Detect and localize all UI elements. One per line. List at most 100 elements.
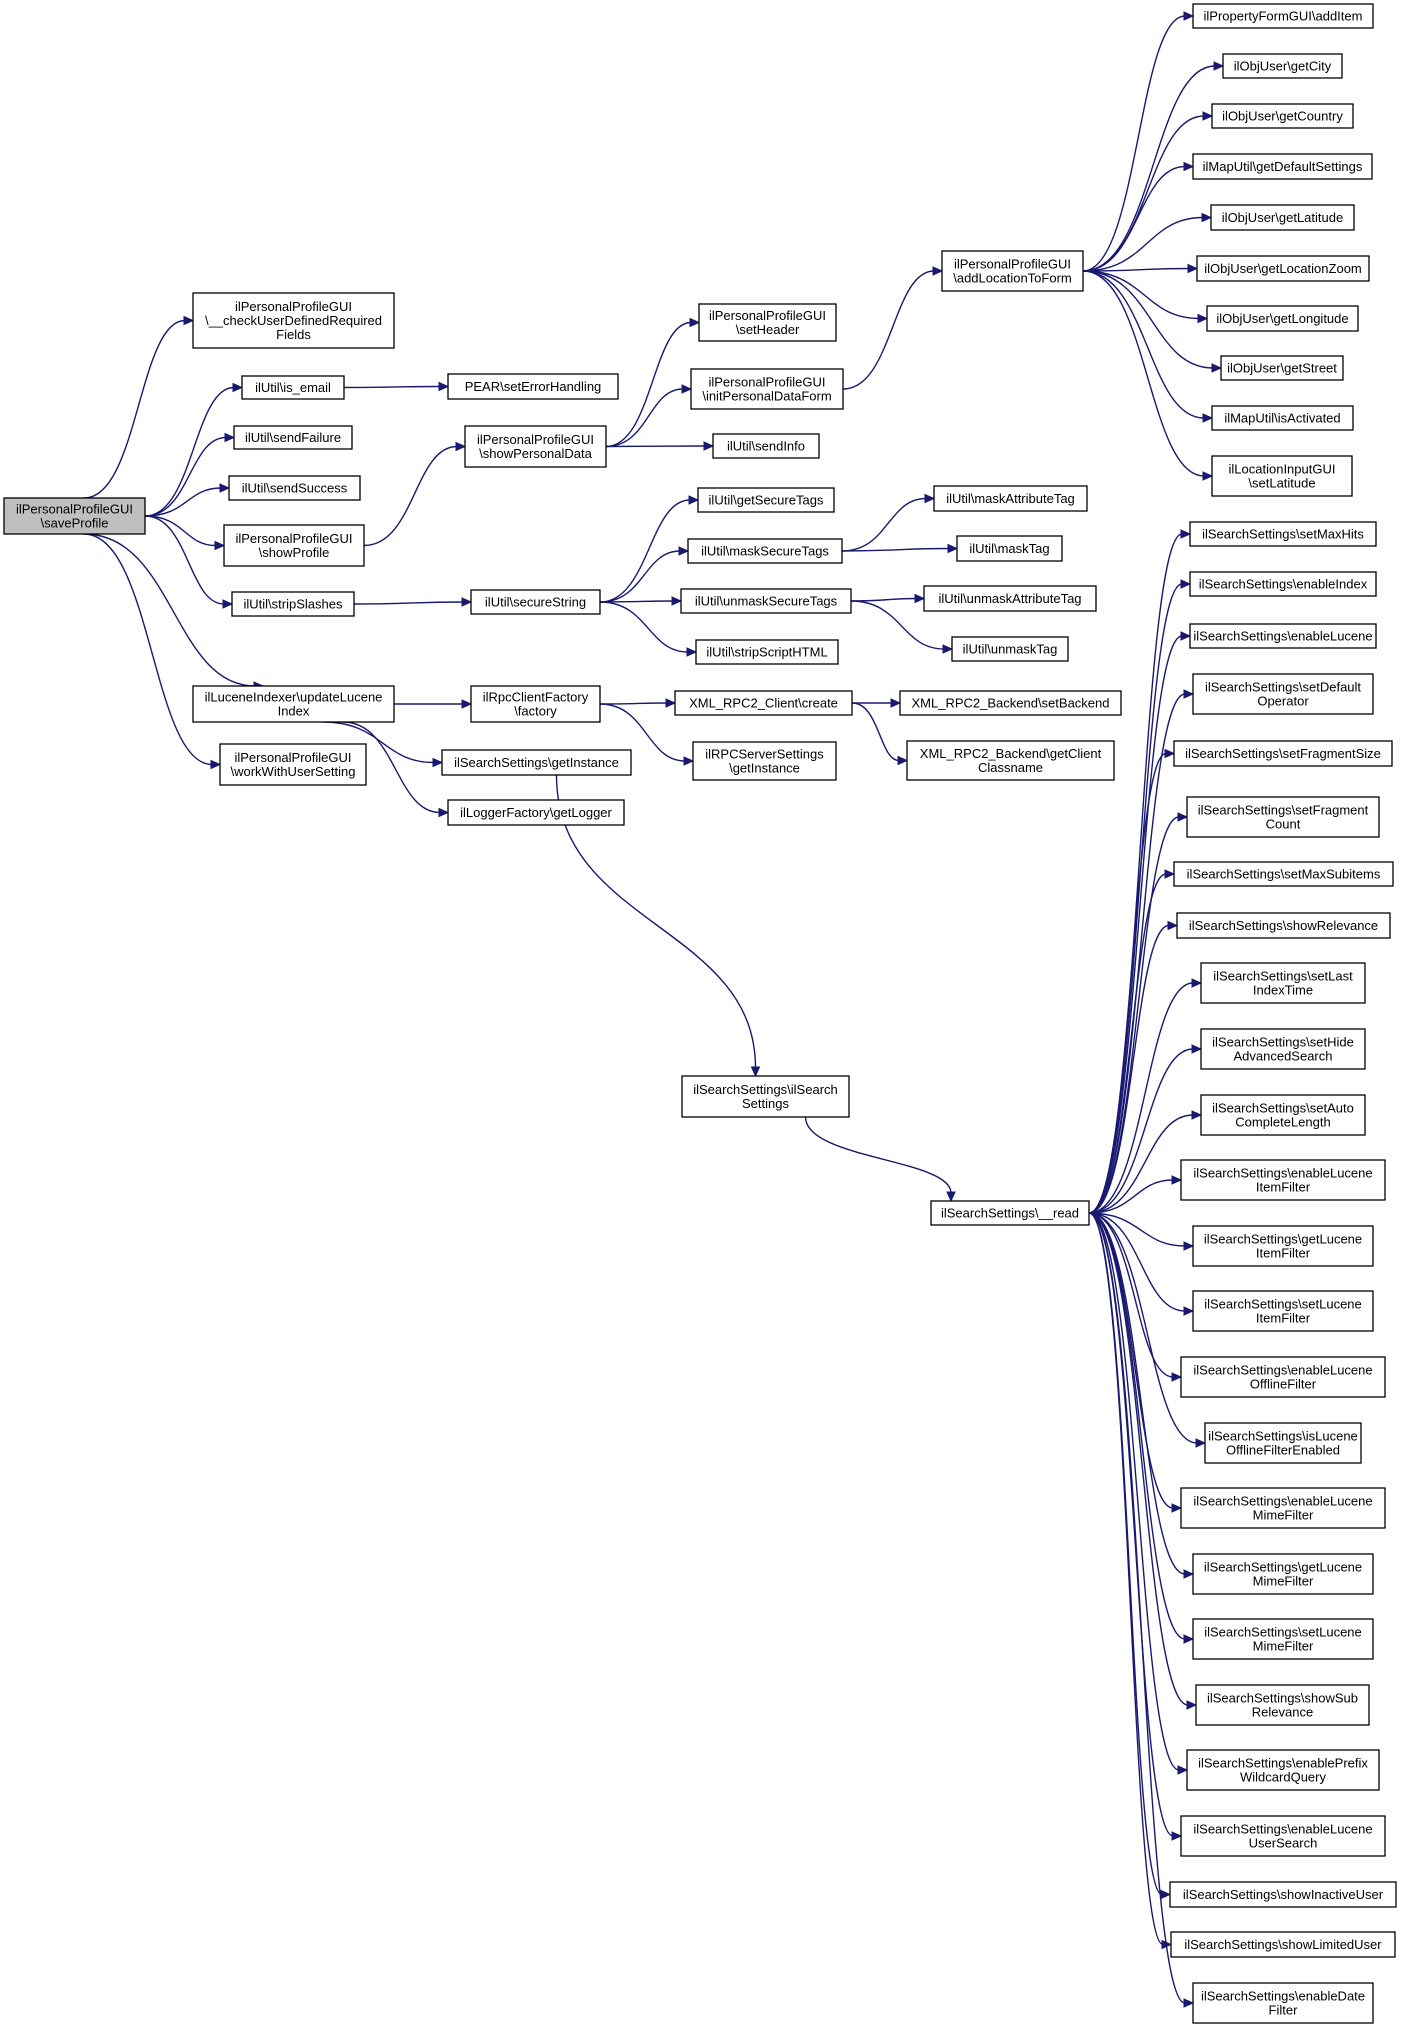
node-il-search-settings-set-max-subitems[interactable]: ilSearchSettings\setMaxSubitems (1173, 861, 1394, 887)
node-pear-set-error-handling[interactable]: PEAR\setErrorHandling (447, 373, 619, 400)
node-il-util-secure-string[interactable]: ilUtil\secureString (470, 589, 601, 615)
node-il-util-mask-attribute-tag[interactable]: ilUtil\maskAttributeTag (933, 485, 1088, 512)
node-label-line: ilUtil\sendFailure (245, 430, 341, 445)
node-layer: ilPersonalProfileGUI\saveProfile ilPerson… (3, 3, 1397, 2024)
node-box (447, 373, 619, 400)
node-label-line: ilSearchSettings\showLimitedUser (1184, 1937, 1382, 1952)
node-il-util-get-secure-tags[interactable]: ilUtil\getSecureTags (697, 487, 835, 513)
edge-arrowhead (1191, 1110, 1203, 1120)
edge-secure-string-to-strip-script-html (599, 601, 698, 657)
node-il-search-settings-show-inactive-user[interactable]: ilSearchSettings\showInactiveUser (1169, 1881, 1397, 1908)
node-il-search-settings-il-search-settings[interactable]: ilSearchSettings\ilSearchSettings (681, 1075, 850, 1118)
edge-line (144, 515, 217, 547)
node-il-personal-profile-gui-save-profile[interactable]: ilPersonalProfileGUI\saveProfile (3, 497, 146, 535)
node-il-map-util-is-activated[interactable]: ilMapUtil\isActivated (1211, 405, 1354, 431)
node-il-obj-user-get-latitude[interactable]: ilObjUser\getLatitude (1210, 204, 1355, 231)
node-il-personal-profile-gui-add-location-to-form[interactable]: ilPersonalProfileGUI\addLocationToForm (941, 250, 1084, 292)
node-il-util-is-email[interactable]: ilUtil\is_email (241, 375, 345, 400)
edge-line (1088, 1048, 1194, 1214)
node-il-util-mask-tag[interactable]: ilUtil\maskTag (956, 535, 1063, 562)
node-il-util-send-success[interactable]: ilUtil\sendSuccess (228, 475, 361, 501)
node-il-obj-user-get-city[interactable]: ilObjUser\getCity (1222, 53, 1343, 79)
node-il-property-form-gui-add-item[interactable]: ilPropertyFormGUI\addItem (1192, 3, 1374, 29)
node-il-search-settings-is-lucene-offline-filter-enabled[interactable]: ilSearchSettings\isLuceneOfflineFilterEn… (1204, 1422, 1362, 1464)
node-il-search-settings-read[interactable]: ilSearchSettings\__read (930, 1200, 1090, 1226)
edge-arrowhead (1180, 579, 1192, 589)
node-il-search-settings-enable-lucene-offline-filter[interactable]: ilSearchSettings\enableLuceneOfflineFilt… (1180, 1356, 1386, 1398)
node-il-util-strip-script-html[interactable]: ilUtil\stripScriptHTML (695, 639, 839, 665)
node-label-line: \workWithUserSetting (231, 764, 356, 779)
edge-ss-read-to-r7 (1088, 869, 1176, 1214)
node-label-line: WildcardQuery (1240, 1770, 1326, 1785)
node-il-search-settings-enable-prefix-wildcard-query[interactable]: ilSearchSettings\enablePrefixWildcardQue… (1186, 1749, 1380, 1791)
node-il-personal-profile-gui-init-personal-data-form[interactable]: ilPersonalProfileGUI\initPersonalDataFor… (690, 368, 844, 410)
edge-arrowhead (1183, 1241, 1195, 1251)
node-label-line: XML_RPC2_Client\create (689, 696, 838, 711)
edge-init-pdf-to-add-location (842, 266, 944, 390)
node-il-util-unmask-attribute-tag[interactable]: ilUtil\unmaskAttributeTag (923, 585, 1097, 612)
node-il-map-util-get-default-settings[interactable]: ilMapUtil\getDefaultSettings (1192, 153, 1373, 180)
edge-line (1082, 270, 1214, 369)
node-il-search-settings-enable-index[interactable]: ilSearchSettings\enableIndex (1189, 571, 1377, 597)
node-xml-rpc2-backend-set-backend[interactable]: XML_RPC2_Backend\setBackend (899, 690, 1122, 716)
node-il-util-strip-slashes[interactable]: ilUtil\stripSlashes (231, 591, 355, 617)
node-il-obj-user-get-longitude[interactable]: ilObjUser\getLongitude (1206, 305, 1359, 332)
node-il-search-settings-enable-lucene[interactable]: ilSearchSettings\enableLucene (1189, 623, 1377, 649)
node-il-util-unmask-tag[interactable]: ilUtil\unmaskTag (951, 636, 1069, 662)
node-il-personal-profile-gui-show-profile[interactable]: ilPersonalProfileGUI\showProfile (223, 524, 365, 567)
node-label-line: ilPersonalProfileGUI (709, 308, 826, 323)
node-box (1186, 796, 1380, 838)
edge-arrowhead (1171, 1372, 1183, 1382)
node-il-rpcserver-settings-get-instance[interactable]: ilRPCServerSettings\getInstance (692, 741, 837, 781)
node-il-util-mask-secure-tags[interactable]: ilUtil\maskSecureTags (687, 538, 843, 564)
edge-arrowhead (219, 483, 231, 493)
edge-line (605, 445, 706, 448)
node-il-search-settings-set-fragment-size[interactable]: ilSearchSettings\setFragmentSize (1173, 740, 1393, 767)
node-label-line: ilSearchSettings\enablePrefix (1198, 1756, 1368, 1771)
node-il-location-input-gui-set-latitude[interactable]: ilLocationInputGUI\setLatitude (1211, 455, 1353, 497)
node-il-search-settings-set-max-hits[interactable]: ilSearchSettings\setMaxHits (1189, 521, 1377, 547)
node-il-search-settings-show-limited-user[interactable]: ilSearchSettings\showLimitedUser (1170, 1931, 1396, 1958)
node-il-util-send-info[interactable]: ilUtil\sendInfo (712, 433, 820, 459)
node-il-personal-profile-gui-work-with-user-setting[interactable]: ilPersonalProfileGUI\workWithUserSetting (219, 743, 367, 786)
node-xml-rpc2-client-create[interactable]: XML_RPC2_Client\create (674, 690, 853, 716)
node-il-rpc-client-factory-factory[interactable]: ilRpcClientFactory\factory (470, 685, 601, 723)
node-il-personal-profile-gui-check-user-defined-required-fields[interactable]: ilPersonalProfileGUI\__checkUserDefinedR… (192, 292, 395, 349)
node-il-search-settings-get-instance[interactable]: ilSearchSettings\getInstance (441, 749, 632, 776)
node-il-obj-user-get-country[interactable]: ilObjUser\getCountry (1211, 103, 1354, 129)
node-il-util-unmask-secure-tags[interactable]: ilUtil\unmaskSecureTags (680, 588, 852, 614)
node-il-personal-profile-gui-show-personal-data[interactable]: ilPersonalProfileGUI\showPersonalData (464, 425, 607, 468)
node-label-line: CompleteLength (1235, 1115, 1330, 1130)
node-label-line: Settings (742, 1096, 789, 1111)
node-il-personal-profile-gui-set-header[interactable]: ilPersonalProfileGUI\setHeader (698, 303, 837, 342)
node-il-search-settings-show-relevance[interactable]: ilSearchSettings\showRelevance (1176, 912, 1391, 939)
node-label-line: \initPersonalDataForm (702, 389, 831, 404)
node-box (1189, 623, 1377, 649)
edge-arrowhead (750, 1066, 761, 1078)
node-box (1222, 53, 1343, 79)
node-il-util-send-failure[interactable]: ilUtil\sendFailure (233, 425, 353, 450)
node-il-logger-factory-get-logger[interactable]: ilLoggerFactory\getLogger (447, 799, 625, 826)
node-il-obj-user-get-street[interactable]: ilObjUser\getStreet (1220, 355, 1344, 381)
edge-save-profile-to-send-failure (144, 432, 236, 517)
edge-add-location-to-get-longitude (1082, 270, 1209, 324)
edge-line (599, 600, 674, 603)
edge-ss-get-instance-to-ss-construct (555, 774, 761, 1078)
node-il-obj-user-get-location-zoom[interactable]: ilObjUser\getLocationZoom (1196, 255, 1370, 282)
